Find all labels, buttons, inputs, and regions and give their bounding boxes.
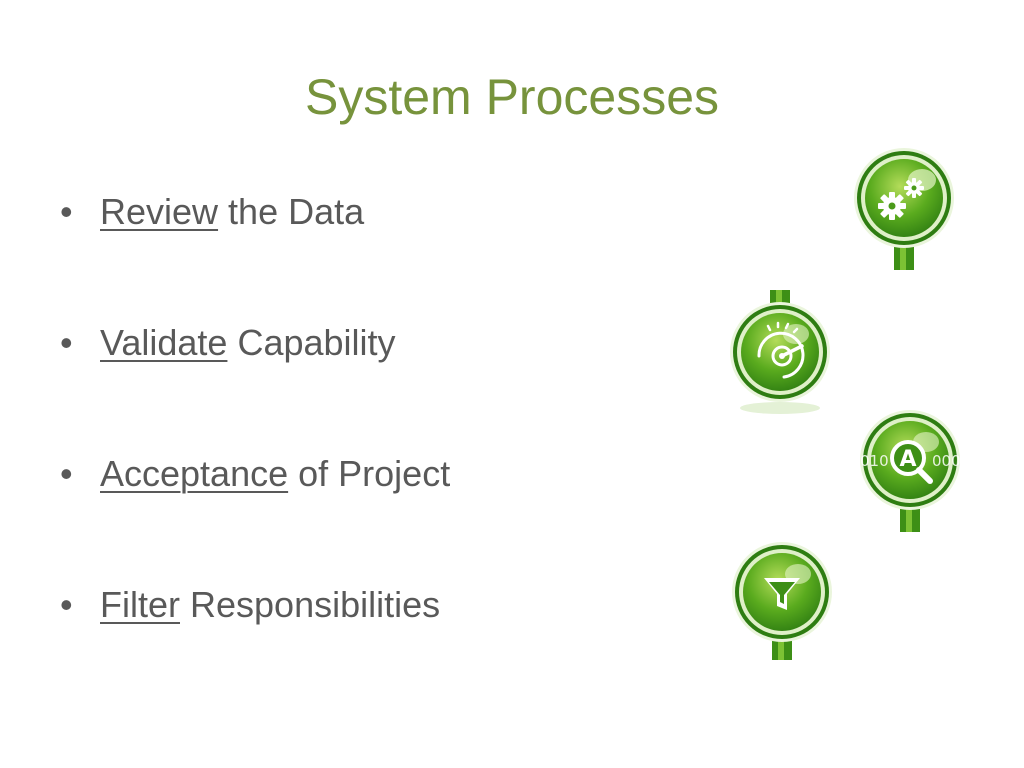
binary-left-text: 010 [860, 452, 889, 470]
bullet-item-filter: • Filter Responsibilities [58, 575, 450, 706]
gauge-icon [730, 290, 830, 414]
bullet-item-review: • Review the Data [58, 182, 450, 313]
binary-right-text: 000 [932, 452, 961, 470]
bullet-item-acceptance: • Acceptance of Project [58, 444, 450, 575]
bullet-text: Capability [227, 322, 396, 363]
magnifier-a-icon: 010 000 A [860, 410, 961, 532]
bullet-text: of Project [288, 453, 451, 494]
filter-icon [732, 542, 832, 660]
bullet-item-validate: • Validate Capability [58, 313, 450, 444]
bullet-text: the Data [218, 191, 365, 232]
magnifier-letter: A [899, 447, 916, 472]
validate-link[interactable]: Validate [100, 322, 228, 363]
bullet-dot: • [60, 322, 73, 363]
acceptance-link[interactable]: Acceptance [100, 453, 289, 494]
bullet-dot: • [60, 191, 73, 232]
bullet-dot: • [60, 584, 73, 625]
review-link[interactable]: Review [100, 191, 219, 232]
bullet-dot: • [60, 453, 73, 494]
filter-link[interactable]: Filter [100, 584, 180, 625]
bullet-text: Responsibilities [180, 584, 441, 625]
gears-icon [854, 148, 954, 270]
slide-title: System Processes [304, 69, 719, 125]
bullet-list: • Review the Data • Validate Capability … [58, 182, 450, 706]
